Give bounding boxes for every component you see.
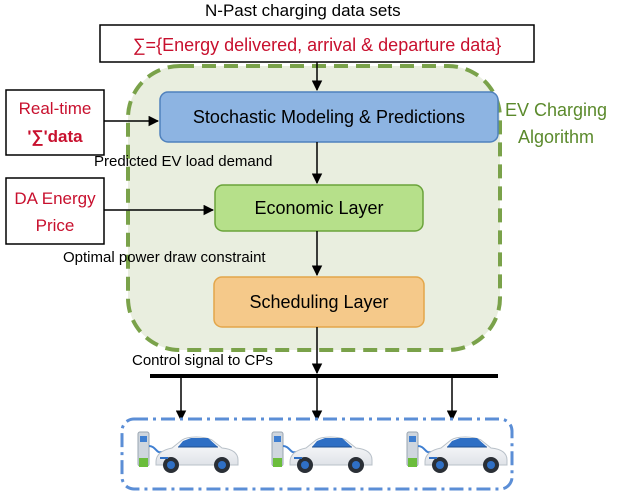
algorithm-label-line2: Algorithm xyxy=(518,127,594,147)
stochastic-label: Stochastic Modeling & Predictions xyxy=(193,107,465,127)
economic-label: Economic Layer xyxy=(254,198,383,218)
realtime-input-box xyxy=(5,89,105,156)
edge-label-optimal: Optimal power draw constraint xyxy=(63,249,266,266)
edge-label-control: Control signal to CPs xyxy=(132,352,273,369)
formula-text: ∑={Energy delivered, arrival & departure… xyxy=(133,35,502,55)
da-price-label-line2: Price xyxy=(36,216,75,235)
scheduling-block xyxy=(213,276,425,328)
top-title: N-Past charging data sets xyxy=(205,1,401,20)
scheduling-label: Scheduling Layer xyxy=(249,292,388,312)
formula-box xyxy=(99,24,535,63)
realtime-label-line2: '∑'data xyxy=(27,127,83,146)
da-price-label-line1: DA Energy xyxy=(14,189,96,208)
economic-block xyxy=(214,184,424,232)
da-price-input-box xyxy=(5,177,105,245)
algorithm-label-line1: EV Charging xyxy=(505,100,607,120)
edge-label-predicted: Predicted EV load demand xyxy=(94,153,272,170)
stochastic-block xyxy=(159,91,499,143)
realtime-label-line1: Real-time xyxy=(19,99,92,118)
